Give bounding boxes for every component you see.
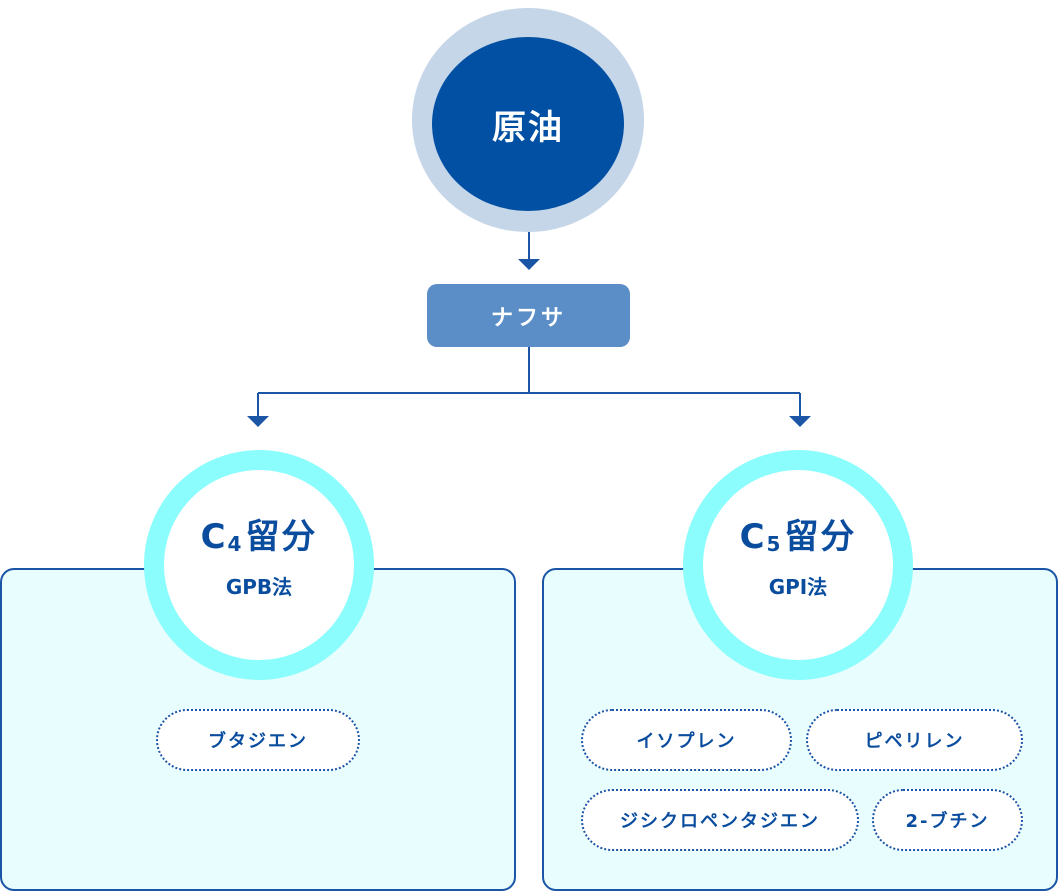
naphtha-node: ナフサ <box>427 284 630 347</box>
branch-c5-arrowhead <box>789 416 811 427</box>
c5-carbon-subscript: 5 <box>766 531 781 556</box>
product-dicyclopentadiene: ジシクロペンタジエン <box>581 789 859 851</box>
crude-oil-label: 原油 <box>492 107 564 148</box>
product-piperylene: ピペリレン <box>806 709 1023 771</box>
product-2-butyne: 2-ブチン <box>872 789 1023 851</box>
c5-title-suffix: 留分 <box>784 516 857 557</box>
branch-c4-arrowhead <box>247 416 269 427</box>
c4-title-suffix: 留分 <box>245 516 318 557</box>
crude-oil-node: 原油 <box>432 37 624 211</box>
crude-to-naphtha-arrowhead <box>518 259 540 270</box>
c4-carbon-prefix: C <box>200 516 228 557</box>
product-isoprene: イソプレン <box>581 709 792 771</box>
product-butadiene: ブタジエン <box>156 709 360 771</box>
c5-method-label: GPI法 <box>768 574 828 599</box>
c5-carbon-prefix: C <box>739 516 767 557</box>
naphtha-label: ナフサ <box>490 305 566 331</box>
c4-method-label: GPB法 <box>225 574 293 599</box>
c4-carbon-subscript: 4 <box>227 531 242 556</box>
